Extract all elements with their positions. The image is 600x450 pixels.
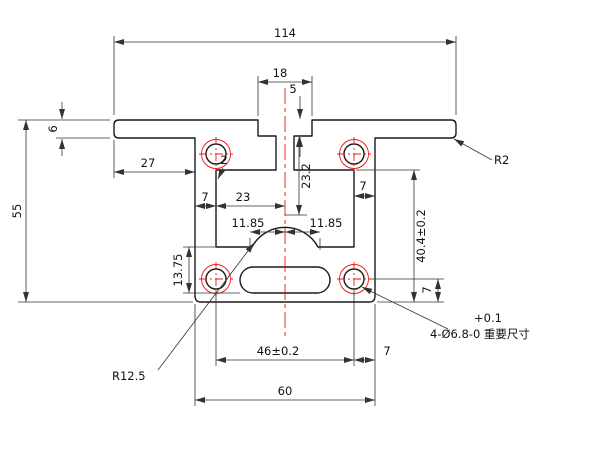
dim-11-85-right: 11.85 (285, 216, 342, 250)
dim-height-40-4: 40.4±0.2 (356, 169, 444, 303)
dim-60-label: 60 (278, 384, 293, 398)
dim-hole-bottom-7-label: 7 (420, 286, 434, 293)
hole-callout: +0.1 4-Ø6.8-0 重要尺寸 (361, 286, 530, 341)
dim-11-85-right-label: 11.85 (310, 216, 343, 230)
dim-6-label: 6 (46, 125, 60, 132)
radius-callout-r2: R2 (453, 138, 509, 167)
dim-left-wall-7: 7 (195, 190, 216, 209)
dim-13-75-label: 13.75 (171, 254, 185, 287)
dim-overall-height-55: 55 (10, 120, 193, 303)
dim-11-85-left-label: 11.85 (232, 216, 265, 230)
radius-callout-r12-5: R12.5 (112, 242, 255, 383)
dim-cavity-23: 23 (216, 190, 285, 209)
dim-slot-width-18: 18 (257, 66, 313, 116)
dim-depth-23-2: 23.2 (285, 137, 313, 216)
dim-hole-spacing-46: 46±0.2 (215, 291, 355, 366)
dim-5-label: 5 (289, 82, 296, 96)
dim-overall-width-114: 114 (113, 26, 457, 115)
dim-floor-13-75: 13.75 (171, 246, 240, 294)
dim-11-85-left: 11.85 (232, 216, 285, 250)
dim-left-7-label: 7 (201, 190, 208, 204)
dim-flange-thickness-6: 6 (18, 102, 110, 156)
dim-upper-right-7-label: 7 (359, 179, 366, 193)
dim-wall-2: 2 (217, 153, 228, 180)
dim-upper-right-7: 7 (354, 179, 375, 199)
dim-hole-edge-7-label: 7 (383, 344, 390, 358)
dim-hole-edge-7: 7 (354, 304, 391, 406)
hole-callout-text: 4-Ø6.8-0 重要尺寸 (430, 327, 530, 341)
dim-r2-label: R2 (494, 153, 509, 167)
dim-114-label: 114 (274, 26, 296, 40)
dim-27-label: 27 (141, 156, 156, 170)
dim-flange-overhang-27: 27 (113, 140, 195, 178)
dim-18-label: 18 (273, 66, 288, 80)
dim-55-label: 55 (10, 204, 24, 219)
dim-23-label: 23 (236, 190, 251, 204)
dim-2-label: 2 (220, 153, 227, 167)
centerlines (199, 88, 371, 338)
dim-r12-5-label: R12.5 (112, 369, 146, 383)
dim-23-2-label: 23.2 (299, 163, 313, 189)
dim-40-4-label: 40.4±0.2 (414, 209, 428, 263)
dim-hole-bottom-7: 7 (370, 278, 444, 302)
dim-base-width-60: 60 (194, 304, 375, 406)
dim-46-label: 46±0.2 (257, 344, 300, 358)
hole-callout-tolerance: +0.1 (474, 311, 502, 325)
